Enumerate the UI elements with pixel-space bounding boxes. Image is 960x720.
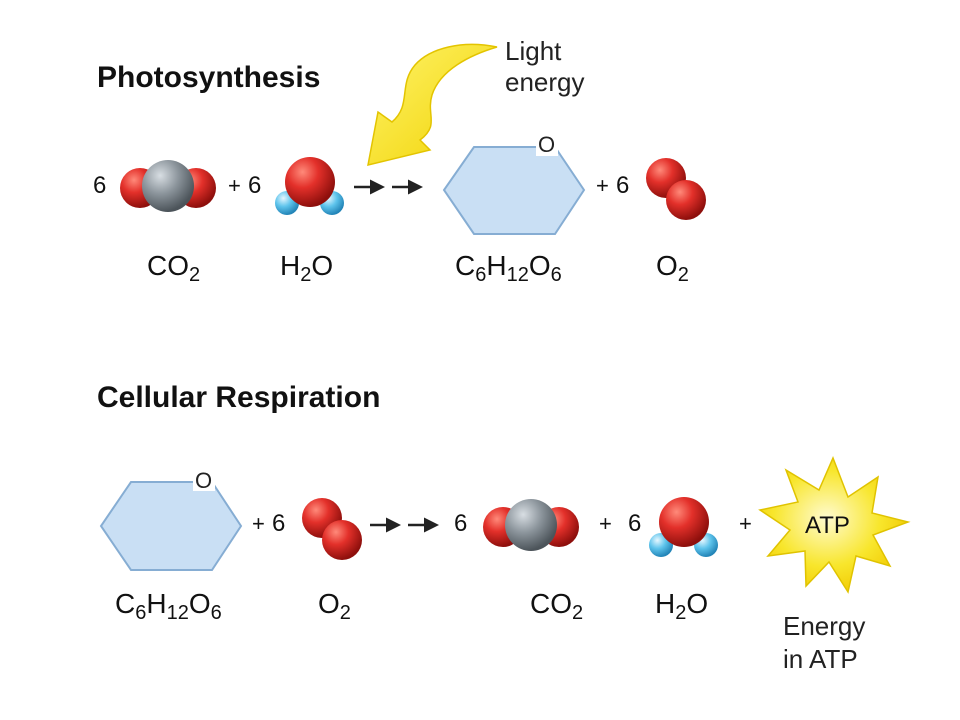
- formula-h2o: H2O: [280, 250, 333, 286]
- coefficient: 6: [616, 172, 629, 199]
- svg-text:O: O: [538, 132, 555, 157]
- light-energy-arrow-icon: [367, 43, 498, 167]
- coefficient: 6: [248, 172, 261, 199]
- plus-sign: +: [252, 511, 265, 536]
- plus-sign: +: [228, 173, 241, 198]
- svg-text:O: O: [195, 468, 212, 493]
- energy-label-line2: in ATP: [783, 644, 858, 674]
- cellular-respiration-title: Cellular Respiration: [97, 381, 380, 414]
- photosynthesis-title: Photosynthesis: [97, 61, 320, 94]
- co2-molecule-icon: [120, 160, 216, 212]
- plus-sign: +: [596, 173, 609, 198]
- formula-glucose: C6H12O6: [115, 588, 222, 624]
- co2-molecule-icon: [483, 499, 579, 551]
- energy-label-line1: Energy: [783, 611, 865, 641]
- formula-glucose: C6H12O6: [455, 250, 562, 286]
- glucose-ring-icon: O: [442, 132, 586, 235]
- coefficient: 6: [628, 510, 641, 537]
- o2-molecule-icon: [646, 158, 706, 220]
- glucose-ring-icon: O: [99, 468, 243, 571]
- h2o-molecule-icon: [649, 497, 718, 557]
- formula-co2: CO2: [530, 588, 583, 624]
- plus-sign: +: [599, 511, 612, 536]
- formula-o2: O2: [318, 588, 351, 624]
- h2o-molecule-icon: [275, 157, 344, 215]
- coefficient: 6: [272, 510, 285, 537]
- formula-h2o: H2O: [655, 588, 708, 624]
- plus-sign: +: [739, 511, 752, 536]
- formula-o2: O2: [656, 250, 689, 286]
- atp-label: ATP: [805, 512, 850, 539]
- coefficient: 6: [93, 172, 106, 199]
- light-label-line2: energy: [505, 67, 585, 97]
- coefficient: 6: [454, 510, 467, 537]
- o2-molecule-icon: [302, 498, 362, 560]
- light-label-line1: Light: [505, 36, 562, 66]
- atp-star-icon: [758, 456, 911, 594]
- formula-co2: CO2: [147, 250, 200, 286]
